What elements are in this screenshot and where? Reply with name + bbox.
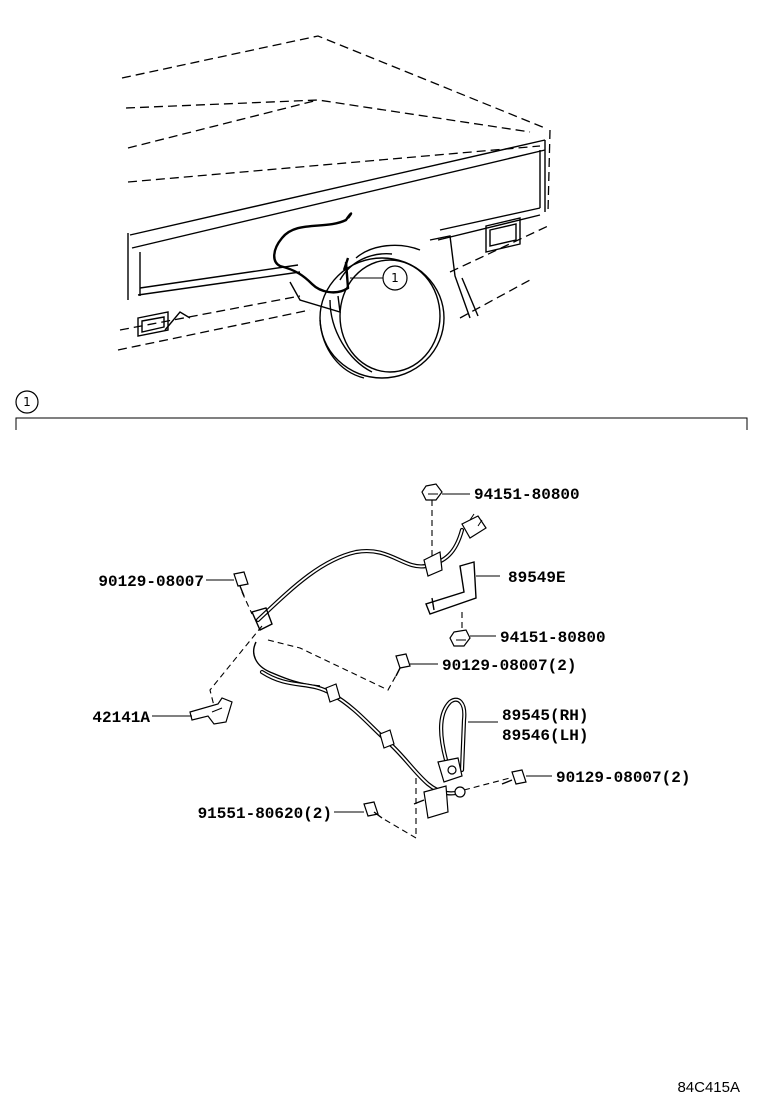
part-label-90129-mid: 90129-08007(2)	[442, 657, 576, 675]
sensor-bracket-lower-icon	[413, 785, 466, 819]
clamp-42141a-icon	[189, 697, 233, 725]
section-callout-number: 1	[23, 395, 31, 409]
part-label-89545-rh: 89545(RH)	[502, 707, 588, 725]
part-label-89546-lh: 89546(LH)	[502, 727, 588, 745]
exploded-parts-view: 94151-80800 89549E 94151-80800 90129-080…	[92, 483, 690, 839]
nut-icon	[421, 483, 443, 501]
connector-icon	[461, 513, 487, 539]
nut-icon	[449, 629, 471, 647]
speed-sensor-icon	[437, 757, 463, 783]
bolt-icon	[501, 769, 527, 785]
bolt-icon	[395, 653, 411, 677]
section-header: 1	[15, 390, 748, 430]
part-label-90129-left: 90129-08007	[98, 573, 204, 591]
truck-callout-number: 1	[391, 271, 399, 285]
grommet-left-icon	[251, 607, 273, 631]
sensor-cable-lower	[259, 669, 465, 796]
bracket-89549e-icon	[423, 551, 477, 615]
part-label-42141a: 42141A	[92, 709, 150, 727]
diagram-reference-code: 84C415A	[677, 1079, 740, 1096]
part-label-91551: 91551-80620(2)	[198, 805, 332, 823]
part-label-94151-bottom: 94151-80800	[500, 629, 606, 647]
part-label-89549e: 89549E	[508, 569, 566, 587]
bolt-icon	[363, 801, 383, 819]
part-label-94151-top: 94151-80800	[474, 486, 580, 504]
truck-overview-illustration: 1	[117, 35, 551, 379]
bolt-icon	[233, 571, 249, 597]
part-label-90129-right: 90129-08007(2)	[556, 769, 690, 787]
